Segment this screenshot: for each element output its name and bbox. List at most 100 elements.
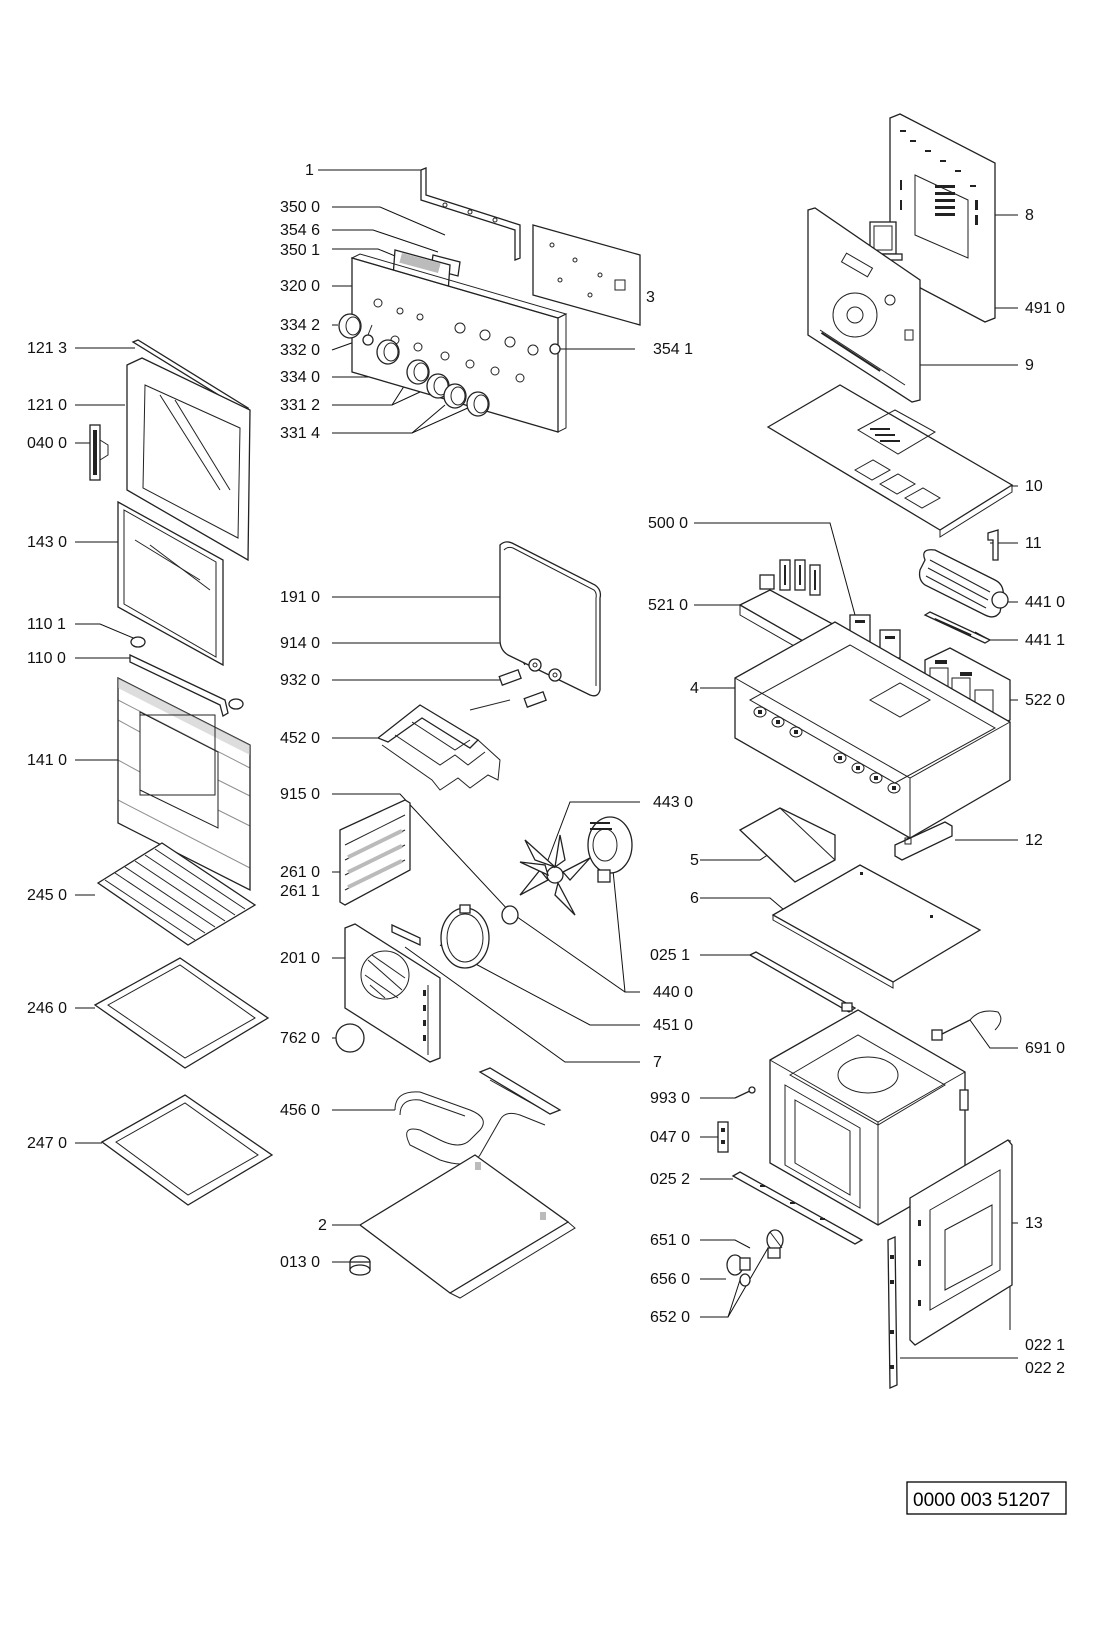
label-025-2: 025 2 — [650, 1171, 690, 1188]
label-110-0: 110 0 — [27, 650, 66, 667]
label-121-3: 121 3 — [27, 340, 67, 357]
label-332-0: 332 0 — [280, 342, 320, 359]
part-331-4-knob-a — [443, 383, 467, 409]
part-331-4-knob-b — [466, 391, 490, 417]
part-456-0-lower-element — [394, 1067, 562, 1165]
label-7: 7 — [653, 1054, 662, 1071]
label-993-0: 993 0 — [650, 1090, 690, 1107]
label-040-0: 040 0 — [27, 435, 67, 452]
label-452-0: 452 0 — [280, 730, 320, 747]
label-11: 11 — [1025, 535, 1042, 552]
label-245-0: 245 0 — [27, 887, 67, 904]
label-143-0: 143 0 — [27, 534, 67, 551]
label-13: 13 — [1025, 1215, 1043, 1232]
leader-lines — [75, 169, 1018, 1359]
part-261-0-side-rack — [339, 799, 411, 906]
part-332-0-switch — [362, 324, 374, 346]
part-331-2-knob-a — [406, 359, 430, 385]
label-6: 6 — [690, 890, 699, 907]
part-1-holes — [442, 202, 498, 223]
part-047-0-clip — [717, 1121, 729, 1153]
part-110-1-hinge-cap — [130, 636, 146, 648]
label-9: 9 — [1025, 357, 1034, 374]
part-143-0-glass — [117, 500, 224, 667]
label-201-0: 201 0 — [280, 950, 320, 967]
part-691-0-sensor — [931, 1010, 1002, 1041]
label-656-0: 656 0 — [650, 1271, 690, 1288]
part-3-plate — [532, 224, 641, 326]
label-334-0: 334 0 — [280, 369, 320, 386]
part-121-0-inner-door — [126, 357, 251, 562]
part-2-floor-panel — [358, 1154, 576, 1299]
part-013-0-foot — [349, 1255, 371, 1276]
label-12: 12 — [1025, 832, 1043, 849]
label-932-0: 932 0 — [280, 672, 320, 689]
part-451-0-circular-element — [440, 904, 490, 969]
reference-code: 0000 003 51207 — [913, 1490, 1050, 1511]
label-354-1: 354 1 — [653, 341, 693, 358]
label-500-0: 500 0 — [648, 515, 688, 532]
label-191-0: 191 0 — [280, 589, 320, 606]
part-245-0-wire-rack — [96, 842, 257, 946]
part-labels: 1 350 0 354 6 350 1 320 0 334 2 332 0 33… — [27, 162, 1065, 1377]
part-440-0-fan-motor — [587, 816, 633, 883]
label-691-0: 691 0 — [1025, 1040, 1065, 1057]
part-443-0-fan-blade — [519, 834, 591, 916]
part-7-bracket — [391, 923, 421, 947]
label-915-0: 915 0 — [280, 786, 320, 803]
part-651-0-lamp-holder — [766, 1229, 784, 1259]
label-440-0: 440 0 — [653, 984, 693, 1001]
part-246-0-baking-tray — [93, 957, 270, 1069]
label-2: 2 — [318, 1217, 327, 1234]
part-914-0-nut-b — [548, 668, 562, 682]
part-334-2-knob — [338, 313, 362, 339]
part-452-0-grill-element — [376, 699, 511, 791]
right-parts — [717, 113, 1014, 1389]
center-parts — [335, 541, 633, 1299]
label-121-0: 121 0 — [27, 397, 67, 414]
label-261-1: 261 1 — [280, 883, 320, 900]
label-350-1: 350 1 — [280, 242, 320, 259]
part-247-0-drip-tray — [100, 1094, 274, 1206]
part-932-0-spring — [498, 668, 547, 708]
label-331-4: 331 4 — [280, 425, 320, 442]
part-354-1-lamp — [549, 343, 561, 355]
label-521-0: 521 0 — [648, 597, 688, 614]
label-013-0: 013 0 — [280, 1254, 320, 1271]
part-10-top-panel — [766, 384, 1014, 538]
part-4-control-housing — [734, 621, 1011, 839]
label-334-2: 334 2 — [280, 317, 320, 334]
door-group — [89, 339, 274, 1206]
label-451-0: 451 0 — [653, 1017, 693, 1034]
control-panel-group — [338, 167, 641, 433]
part-025-1-rail — [748, 951, 857, 1013]
label-441-0: 441 0 — [1025, 594, 1065, 611]
label-5: 5 — [690, 852, 699, 869]
part-13-side-frame — [909, 1139, 1013, 1346]
label-441-1: 441 1 — [1025, 632, 1065, 649]
label-320-0: 320 0 — [280, 278, 320, 295]
part-334-0-knob — [376, 339, 400, 365]
part-121-3-strip — [131, 339, 250, 411]
label-914-0: 914 0 — [280, 635, 320, 652]
label-354-6: 354 6 — [280, 222, 320, 239]
label-491-0: 491 0 — [1025, 300, 1065, 317]
label-10: 10 — [1025, 478, 1043, 495]
label-022-2: 022 2 — [1025, 1360, 1065, 1377]
part-040-0-hinge — [89, 424, 109, 481]
label-652-0: 652 0 — [650, 1309, 690, 1326]
label-110-1: 110 1 — [27, 616, 66, 633]
label-350-0: 350 0 — [280, 199, 320, 216]
label-331-2: 331 2 — [280, 397, 320, 414]
reference-code-box: 0000 003 51207 — [906, 1481, 1067, 1515]
part-110-0-handle — [129, 653, 229, 717]
part-656-0-lamp-cover — [726, 1254, 751, 1276]
part-441-1-grille — [923, 611, 992, 644]
label-141-0: 141 0 — [27, 752, 67, 769]
part-9-rear-wall — [807, 207, 921, 403]
label-522-0: 522 0 — [1025, 692, 1065, 709]
label-047-0: 047 0 — [650, 1129, 690, 1146]
part-993-0-screw — [734, 1086, 756, 1099]
part-914-0-nut — [528, 658, 542, 672]
part-5-deflector — [738, 807, 836, 883]
